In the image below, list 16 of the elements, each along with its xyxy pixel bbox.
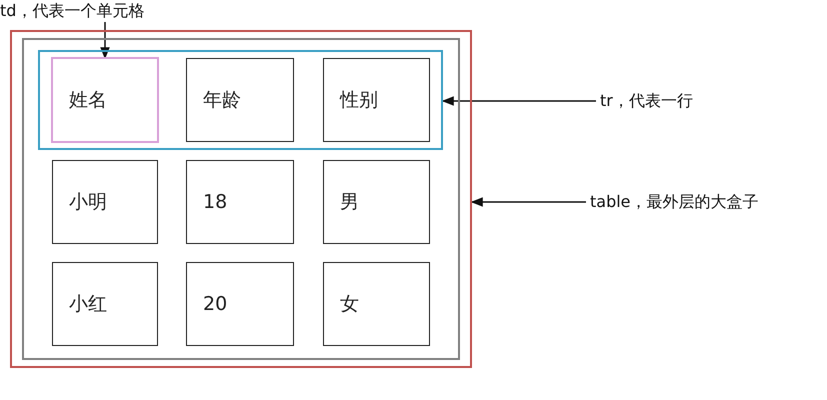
table-cell: 姓名	[52, 58, 158, 142]
table-cell: 年龄	[186, 58, 294, 142]
table-cell: 性别	[323, 58, 430, 142]
arrow	[100, 22, 110, 60]
table-cell: 小明	[52, 160, 158, 244]
callout-label: tr，代表一行	[600, 90, 750, 112]
table-cell: 小红	[52, 262, 158, 346]
table-cell: 18	[186, 160, 294, 244]
table-cell: 20	[186, 262, 294, 346]
callout-label: table，最外层的大盒子	[590, 191, 810, 213]
arrow	[470, 197, 586, 207]
callout-label: td，代表一个单元格	[0, 0, 170, 22]
arrow	[442, 96, 596, 106]
row-outline	[38, 50, 443, 150]
table-cell: 男	[323, 160, 430, 244]
table-cell: 女	[323, 262, 430, 346]
